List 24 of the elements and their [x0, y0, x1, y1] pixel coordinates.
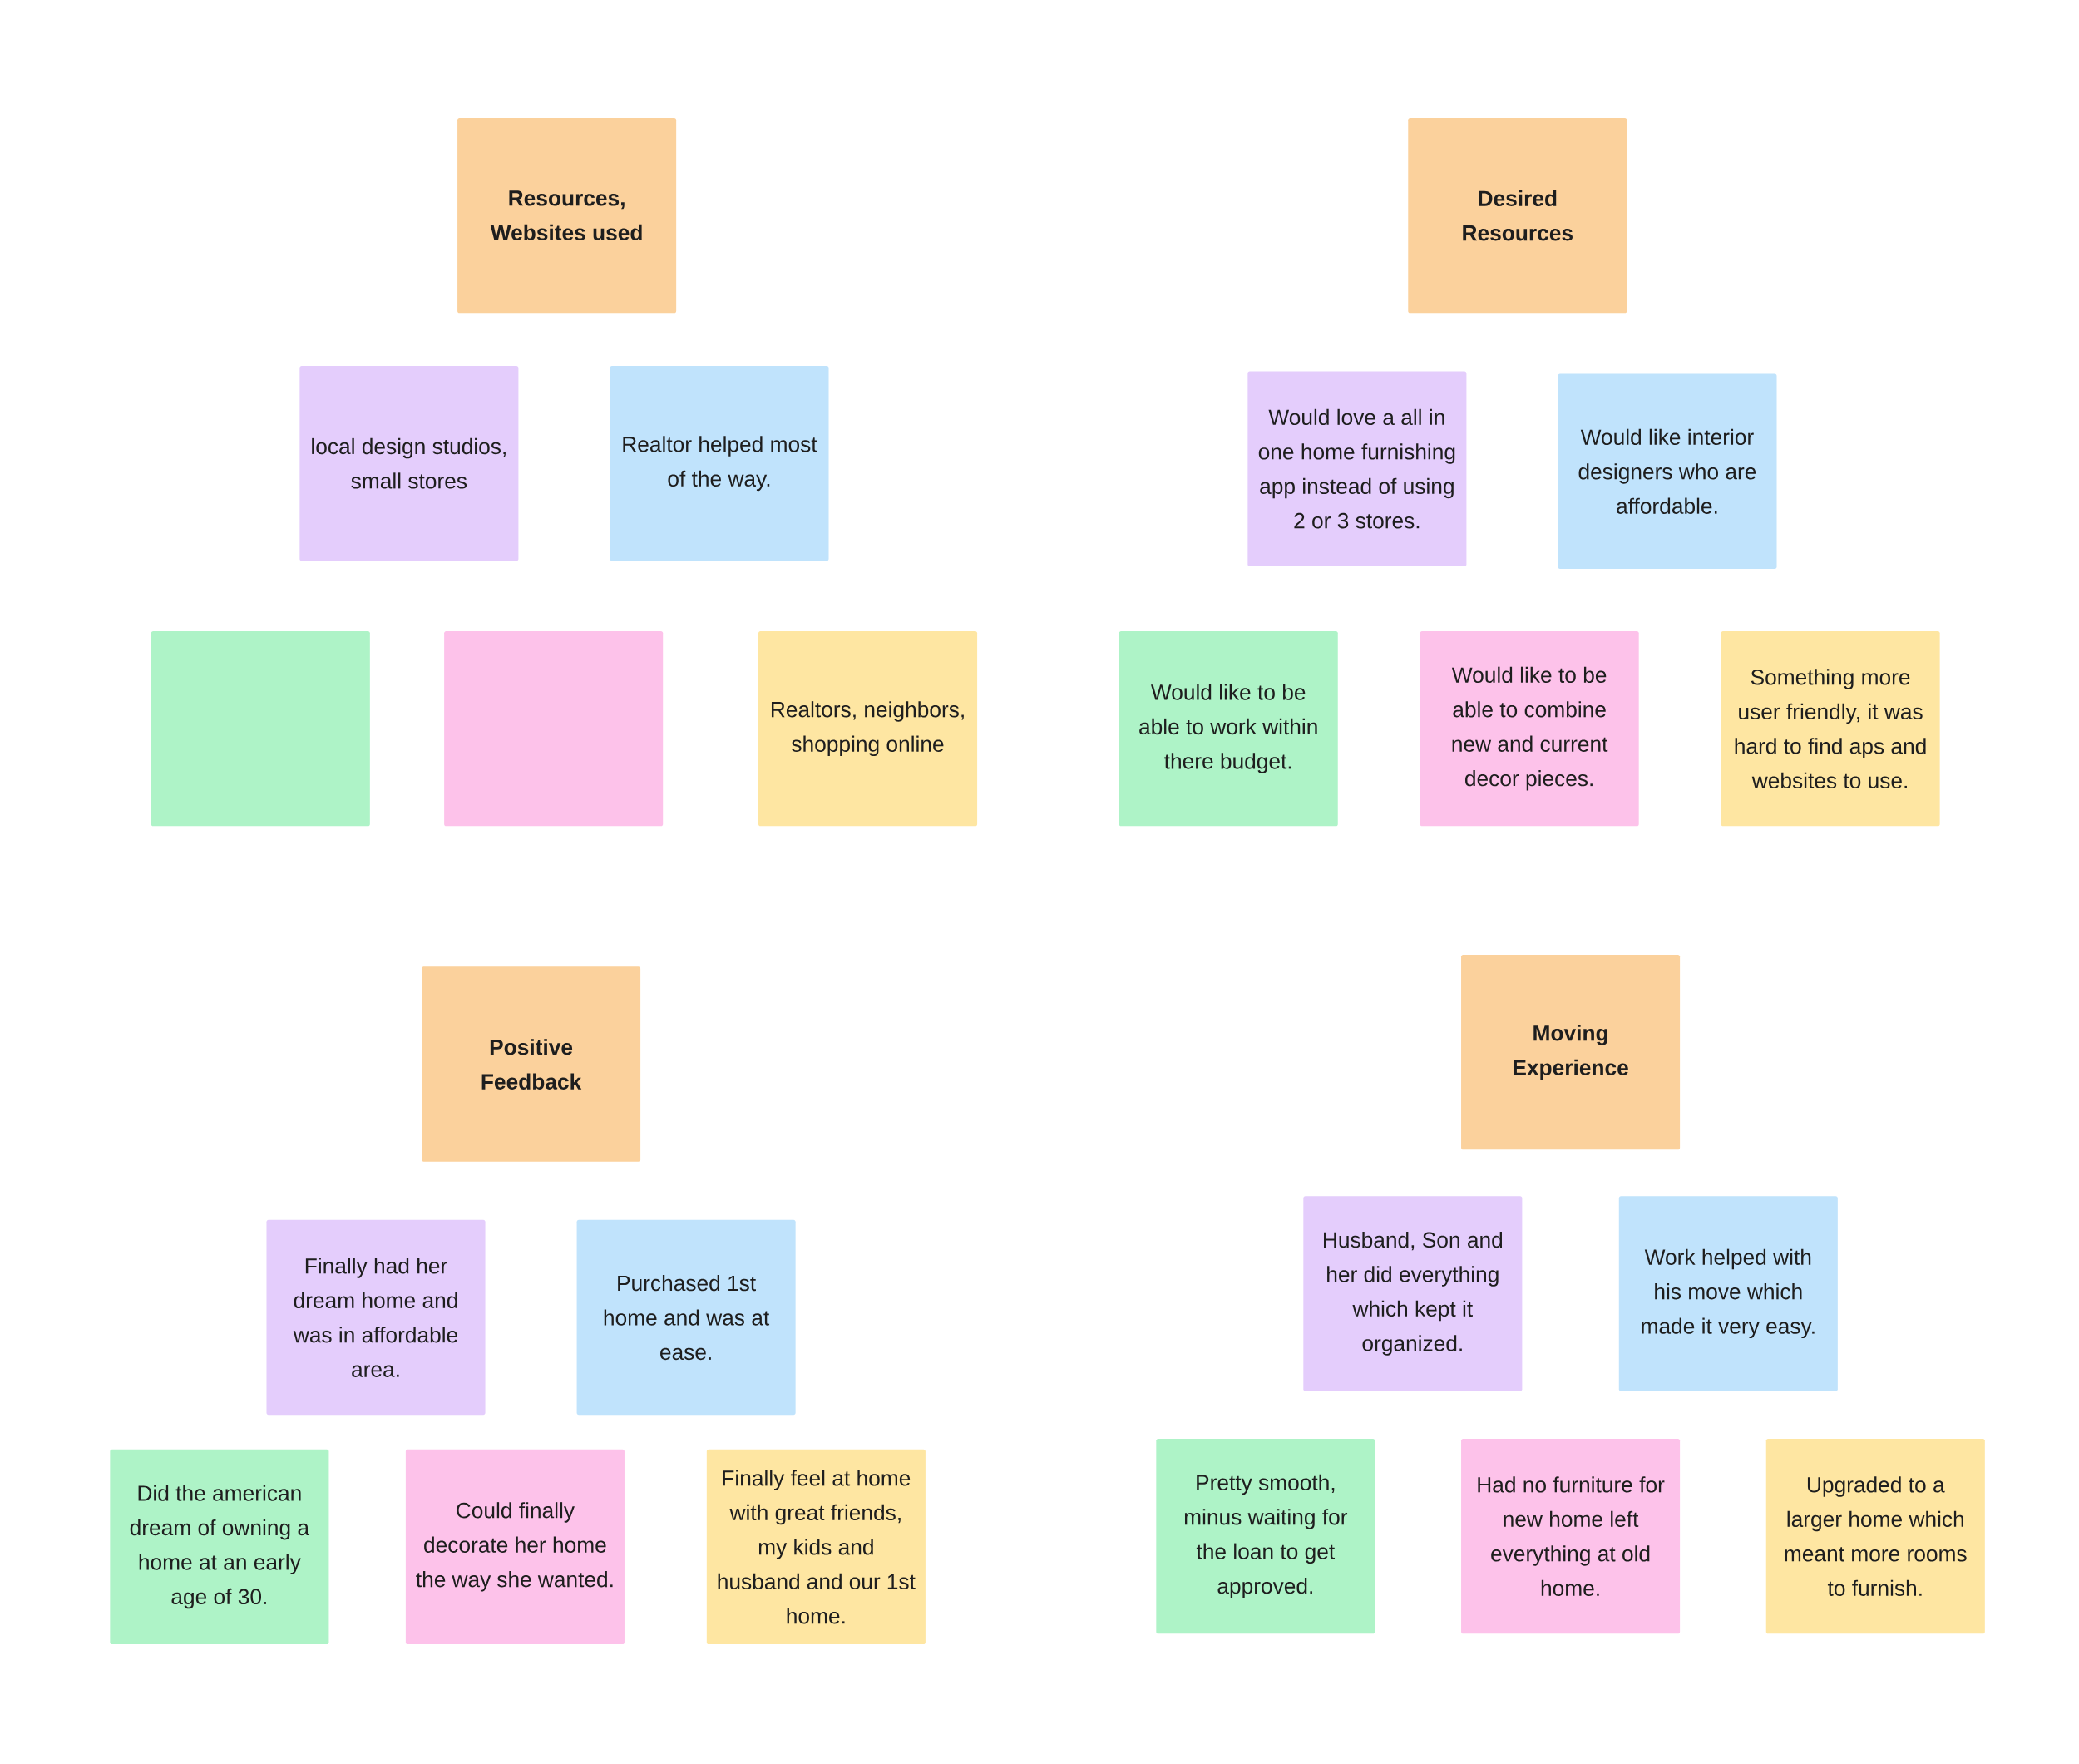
- sticky-note: Finally feel at home with great friends, my kids and husband and our 1st home.: [706, 1449, 926, 1645]
- header-note: Resources, Websites used: [457, 118, 677, 314]
- sticky-note: Work helped with his move which made it very easy.: [1618, 1196, 1838, 1391]
- header-note: Positive Feedback: [422, 966, 641, 1162]
- sticky-note: Finally had her dream home and was in affordable area.: [266, 1220, 486, 1416]
- sticky-note: [444, 631, 664, 827]
- sticky-note: Pretty smooth, minus waiting for the loan to get approved.: [1156, 1439, 1375, 1634]
- header-note: Desired Resources: [1408, 118, 1627, 314]
- sticky-note: Would like interior designers who are affordable.: [1558, 373, 1777, 570]
- sticky-note: local design studios, small stores: [299, 366, 519, 561]
- sticky-note: Did the american dream of owning a home at an early age of 30.: [110, 1449, 329, 1645]
- sticky-note: Had no furniture for new home left everything at old home.: [1461, 1439, 1681, 1634]
- sticky-note: Husband, Son and her did everything which kept it organized.: [1303, 1196, 1523, 1391]
- sticky-note: Realtor helped most of the way.: [610, 366, 829, 561]
- sticky-note: Would like to be able to combine new and current decor pieces.: [1420, 631, 1639, 827]
- sticky-note: Would love a all in one home furnishing app instead of using 2 or 3 stores.: [1247, 371, 1467, 567]
- sticky-note: Realtors, neighbors, shopping online: [758, 631, 978, 827]
- sticky-note: [151, 631, 370, 827]
- sticky-note: Would like to be able to work within there budget.: [1119, 631, 1338, 827]
- header-note: Moving Experience: [1461, 955, 1681, 1150]
- sticky-note: Purchased 1st home and was at ease.: [576, 1220, 796, 1416]
- sticky-note: Upgraded to a larger home which meant more rooms to furnish.: [1765, 1439, 1985, 1634]
- sticky-note: Could finally decorate her home the way she wanted.: [405, 1449, 625, 1645]
- sticky-note: Something more user friendly, it was hard to find aps and websites to use.: [1721, 631, 1940, 827]
